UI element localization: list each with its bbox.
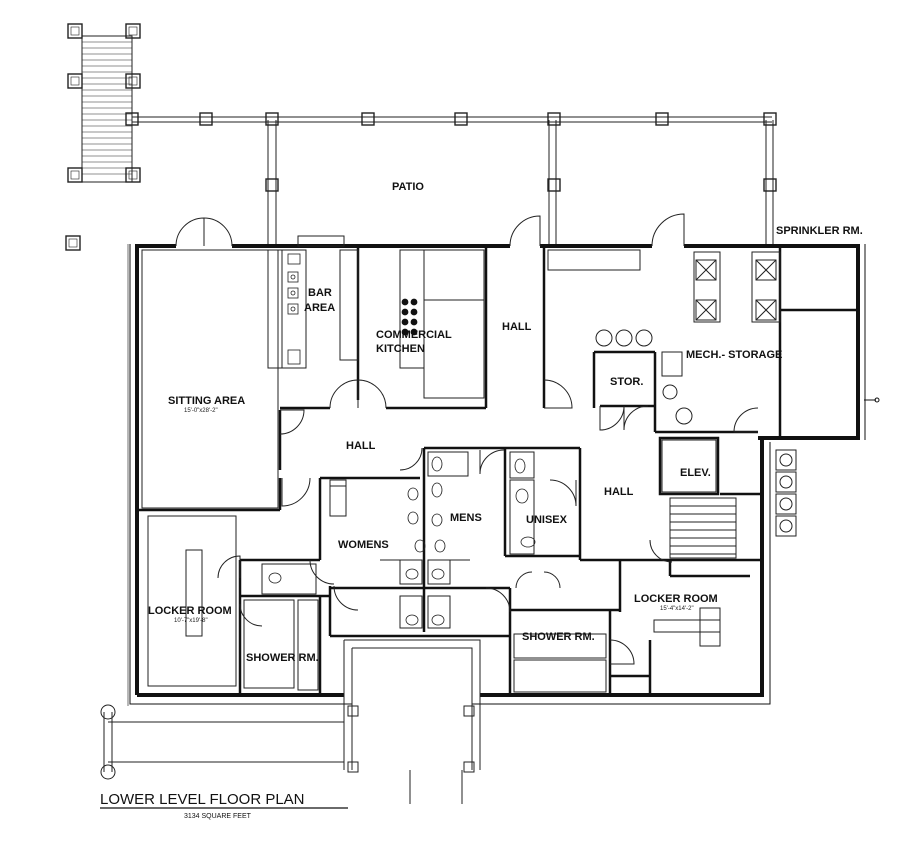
plan-title: LOWER LEVEL FLOOR PLAN	[100, 791, 305, 808]
sitting-area-dimensions: 15'-0"x28'-2"	[184, 408, 218, 414]
wall-details	[141, 235, 781, 693]
column-posts	[65, 23, 777, 251]
interior-walls	[137, 246, 858, 695]
storage-label: STOR.	[610, 376, 643, 388]
unisex-label: UNISEX	[526, 514, 568, 526]
exterior-columns-right	[775, 449, 797, 537]
plan-subtitle: 3134 SQUARE FEET	[184, 813, 252, 820]
hall-middle-label: HALL	[346, 440, 376, 452]
elevator-label: ELEV.	[680, 467, 711, 479]
exterior-stair	[81, 35, 133, 183]
kitchen-equipment	[401, 298, 418, 336]
bar-fixtures	[287, 253, 301, 365]
restroom-fixtures	[268, 456, 536, 626]
mech-equipment	[595, 259, 777, 425]
sprinkler-room-label: SPRINKLER RM.	[776, 225, 863, 237]
door-swings	[175, 213, 759, 665]
patio-structure	[65, 23, 777, 251]
sitting-area-label: SITTING AREA	[168, 395, 245, 407]
womens-label: WOMENS	[338, 539, 389, 551]
locker-room-right-dimensions: 15'-4"x14'-2"	[660, 606, 694, 612]
locker-room-right-label: LOCKER ROOM	[634, 593, 718, 605]
hall-upper-label: HALL	[502, 321, 532, 333]
patio-label: PATIO	[392, 181, 424, 193]
hall-right-label: HALL	[604, 486, 634, 498]
bar-area-label-1: BAR	[308, 287, 332, 299]
mens-label: MENS	[450, 512, 482, 524]
locker-room-left-dimensions: 10'-7"x19'-8"	[174, 618, 208, 624]
exterior-walls	[127, 244, 880, 706]
kitchen-label-2: KITCHEN	[376, 343, 425, 355]
shower-room-right-label: SHOWER RM.	[522, 631, 595, 643]
mech-storage-label: MECH.- STORAGE	[686, 349, 782, 361]
bar-area-label-2: AREA	[304, 302, 335, 314]
kitchen-label-1: COMMERCIAL	[376, 329, 452, 341]
lower-entry	[100, 639, 481, 804]
shower-room-left-label: SHOWER RM.	[246, 652, 319, 664]
locker-room-left-label: LOCKER ROOM	[148, 605, 232, 617]
